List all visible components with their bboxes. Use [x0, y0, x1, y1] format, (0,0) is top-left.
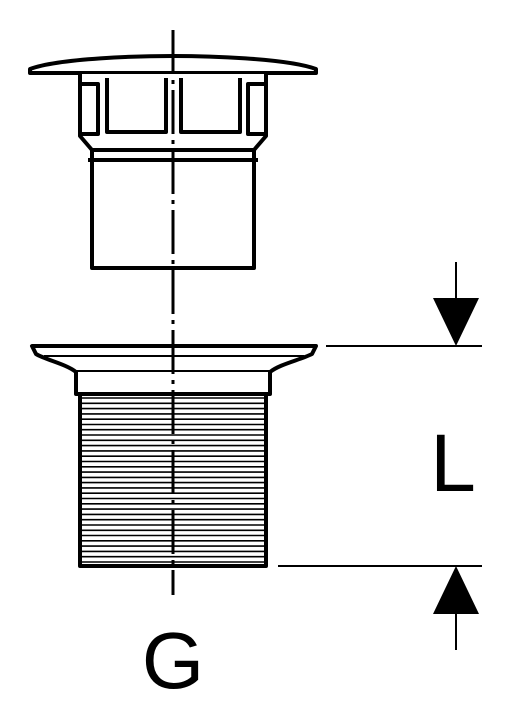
- slot-left: [80, 82, 100, 136]
- slot-center-right: [179, 78, 242, 134]
- slot-center-left: [105, 78, 168, 134]
- arrow-bottom-head: [433, 566, 479, 614]
- length-dimension: [278, 262, 482, 650]
- thread-label: G: [142, 616, 204, 705]
- length-label: L: [430, 418, 476, 509]
- slot-right: [246, 82, 266, 136]
- arrow-top-head: [433, 298, 479, 346]
